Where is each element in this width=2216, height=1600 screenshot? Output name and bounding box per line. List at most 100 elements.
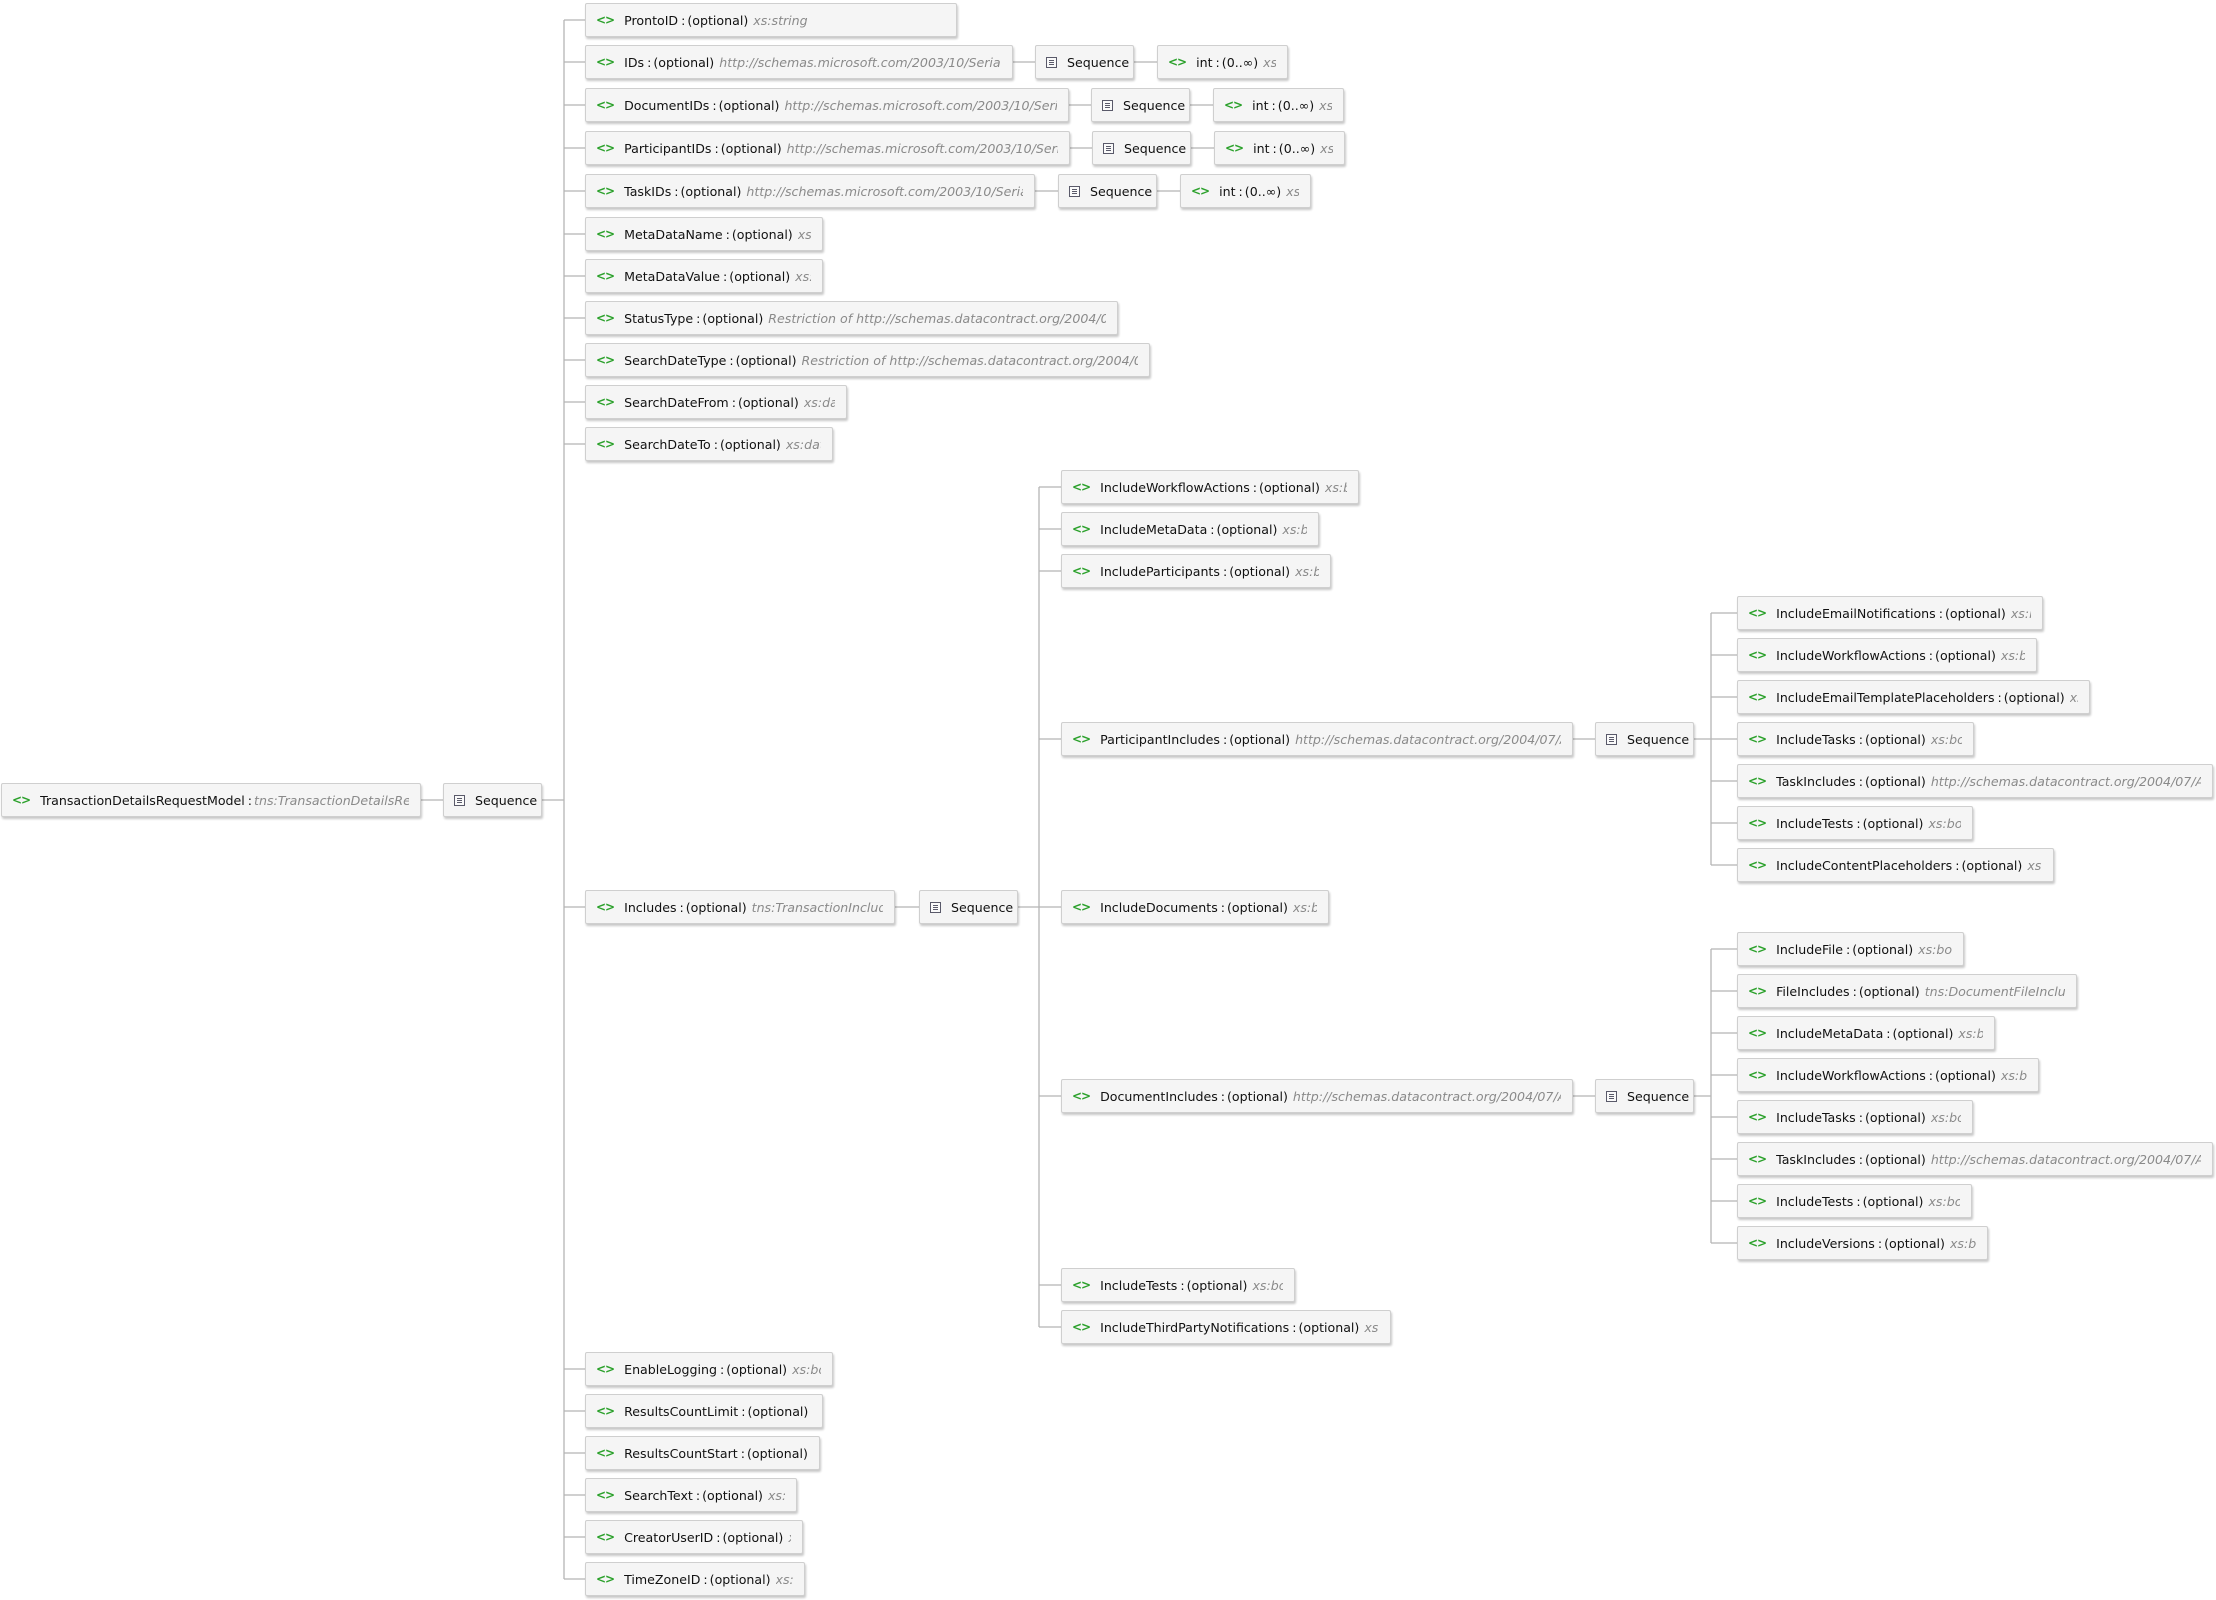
sequence-icon bbox=[454, 794, 465, 806]
element-node[interactable]: <>MetaDataName:(optional)xs:string bbox=[585, 217, 823, 251]
element-node[interactable]: <>int:(0..∞)xs:int bbox=[1214, 131, 1345, 165]
sequence-node[interactable]: Sequence bbox=[443, 783, 542, 817]
element-node[interactable]: <>StatusType:(optional)Restriction of ht… bbox=[585, 301, 1118, 335]
element-name: IncludeEmailNotifications bbox=[1776, 605, 1936, 621]
element-node[interactable]: <>IncludeMetaData:(optional)xs:boolean bbox=[1061, 512, 1319, 546]
element-node[interactable]: <>IncludeWorkflowActions:(optional)xs:bo… bbox=[1061, 470, 1359, 504]
sequence-node[interactable]: Sequence bbox=[1595, 1079, 1694, 1113]
sequence-node[interactable]: Sequence bbox=[1091, 88, 1190, 122]
name-separator: : bbox=[1222, 563, 1228, 579]
element-node[interactable]: <>IncludeMetaData:(optional)xs:boolean bbox=[1737, 1016, 1995, 1050]
element-node[interactable]: <>int:(0..∞)xs:int bbox=[1180, 174, 1311, 208]
element-node[interactable]: <>IncludeParticipants:(optional)xs:boole… bbox=[1061, 554, 1331, 588]
sequence-node[interactable]: Sequence bbox=[1035, 45, 1134, 79]
element-optional: (optional) bbox=[1864, 1151, 1926, 1167]
element-node[interactable]: <>IDs:(optional)http://schemas.microsoft… bbox=[585, 45, 1013, 79]
sequence-node[interactable]: Sequence bbox=[919, 890, 1018, 924]
element-node[interactable]: <>IncludeTasks:(optional)xs:boolean bbox=[1737, 722, 1974, 756]
element-type: http://schemas.microsoft.com/2003/10/Ser… bbox=[784, 97, 1057, 113]
element-node[interactable]: <>IncludeWorkflowActions:(optional)xs:bo… bbox=[1737, 1058, 2039, 1092]
name-separator: : bbox=[679, 899, 684, 915]
element-node[interactable]: <>CreatorUserID:(optional)xs:int bbox=[585, 1520, 803, 1554]
element-node[interactable]: <>FileIncludes:(optional)tns:DocumentFil… bbox=[1737, 974, 2077, 1008]
element-node[interactable]: <>IncludeDocuments:(optional)xs:boolean bbox=[1061, 890, 1329, 924]
element-optional: (optional) bbox=[709, 1571, 771, 1587]
element-node[interactable]: <>IncludeFile:(optional)xs:boolean bbox=[1737, 932, 1964, 966]
element-node[interactable]: <>SearchText:(optional)xs:string bbox=[585, 1478, 797, 1512]
element-name: DocumentIncludes bbox=[1100, 1088, 1218, 1104]
root-element-node[interactable]: <>TransactionDetailsRequestModel:tns:Tra… bbox=[1, 783, 421, 817]
element-node[interactable]: <>ResultsCountLimit:(optional)xs:int bbox=[585, 1394, 823, 1428]
element-icon: <> bbox=[1748, 648, 1767, 662]
element-node[interactable]: <>TimeZoneID:(optional)xs:string bbox=[585, 1562, 805, 1596]
element-node[interactable]: <>DocumentIDs:(optional)http://schemas.m… bbox=[585, 88, 1069, 122]
element-icon: <> bbox=[1072, 1089, 1091, 1103]
element-node[interactable]: <>TaskIncludes:(optional)http://schemas.… bbox=[1737, 1142, 2213, 1176]
element-node[interactable]: <>IncludeContentPlaceholders:(optional)x… bbox=[1737, 848, 2054, 882]
element-node[interactable]: <>EnableLogging:(optional)xs:boolean bbox=[585, 1352, 833, 1386]
element-icon: <> bbox=[1748, 774, 1767, 788]
element-node[interactable]: <>ResultsCountStart:(optional)xs:int bbox=[585, 1436, 820, 1470]
element-type: xs:boolean bbox=[1292, 899, 1317, 915]
element-type: xs:boolean bbox=[1324, 479, 1347, 495]
name-separator: : bbox=[1846, 941, 1851, 957]
element-name: IncludeTests bbox=[1776, 1193, 1854, 1209]
name-separator: : bbox=[1220, 1088, 1226, 1104]
element-name: IDs bbox=[624, 54, 645, 70]
element-icon: <> bbox=[12, 793, 31, 807]
element-node[interactable]: <>TaskIncludes:(optional)http://schemas.… bbox=[1737, 764, 2213, 798]
element-icon: <> bbox=[1748, 690, 1767, 704]
element-node[interactable]: <>ParticipantIDs:(optional)http://schema… bbox=[585, 131, 1070, 165]
name-separator: : bbox=[1928, 647, 1934, 663]
element-icon: <> bbox=[1748, 606, 1767, 620]
element-optional: (optional) bbox=[726, 1361, 788, 1377]
element-name: IncludeTests bbox=[1100, 1277, 1178, 1293]
name-separator: : bbox=[1886, 1025, 1891, 1041]
element-node[interactable]: <>IncludeThirdPartyNotifications:(option… bbox=[1061, 1310, 1391, 1344]
element-node[interactable]: <>IncludeTests:(optional)xs:boolean bbox=[1737, 806, 1973, 840]
element-type: xs:boolean bbox=[1364, 1319, 1379, 1335]
sequence-node[interactable]: Sequence bbox=[1092, 131, 1191, 165]
element-name: IncludeWorkflowActions bbox=[1100, 479, 1250, 495]
element-optional: (optional) bbox=[1298, 1319, 1360, 1335]
element-node[interactable]: <>IncludeWorkflowActions:(optional)xs:bo… bbox=[1737, 638, 2037, 672]
element-node[interactable]: <>IncludeTests:(optional)xs:boolean bbox=[1737, 1184, 1972, 1218]
element-optional: (optional) bbox=[1944, 605, 2006, 621]
element-node[interactable]: <>IncludeEmailNotifications:(optional)xs… bbox=[1737, 596, 2043, 630]
name-separator: : bbox=[696, 310, 701, 326]
sequence-node[interactable]: Sequence bbox=[1595, 722, 1694, 756]
root-element-name: TransactionDetailsRequestModel bbox=[40, 792, 245, 808]
element-icon: <> bbox=[596, 227, 615, 241]
name-separator: : bbox=[1858, 773, 1863, 789]
element-node[interactable]: <>IncludeEmailTemplatePlaceholders:(opti… bbox=[1737, 680, 2090, 714]
element-node[interactable]: <>SearchDateType:(optional)Restriction o… bbox=[585, 343, 1150, 377]
element-node[interactable]: <>int:(0..∞)xs:int bbox=[1157, 45, 1288, 79]
element-icon: <> bbox=[596, 900, 615, 914]
sequence-node[interactable]: Sequence bbox=[1058, 174, 1157, 208]
element-optional: (optional) bbox=[1862, 1193, 1924, 1209]
element-node[interactable]: <>Includes:(optional)tns:TransactionIncl… bbox=[585, 890, 895, 924]
element-icon: <> bbox=[596, 98, 615, 112]
element-optional: (optional) bbox=[1229, 563, 1291, 579]
element-icon: <> bbox=[596, 1488, 615, 1502]
name-separator: : bbox=[1238, 183, 1243, 199]
element-node[interactable]: <>int:(0..∞)xs:int bbox=[1213, 88, 1344, 122]
element-node[interactable]: <>ParticipantIncludes:(optional)http://s… bbox=[1061, 722, 1573, 756]
element-optional: (optional) bbox=[1259, 479, 1320, 495]
name-separator: : bbox=[1292, 1319, 1297, 1335]
element-node[interactable]: <>IncludeTasks:(optional)xs:boolean bbox=[1737, 1100, 1973, 1134]
element-node[interactable]: <>DocumentIncludes:(optional)http://sche… bbox=[1061, 1079, 1573, 1113]
element-node[interactable]: <>MetaDataValue:(optional)xs:string bbox=[585, 259, 823, 293]
element-node[interactable]: <>SearchDateFrom:(optional)xs:dateTime bbox=[585, 385, 847, 419]
sequence-label: Sequence bbox=[1123, 97, 1186, 113]
element-node[interactable]: <>IncludeVersions:(optional)xs:boolean bbox=[1737, 1226, 1988, 1260]
element-optional: (optional) bbox=[1935, 647, 1996, 663]
element-node[interactable]: <>ProntoID:(optional)xs:string bbox=[585, 3, 957, 37]
element-node[interactable]: <>TaskIDs:(optional)http://schemas.micro… bbox=[585, 174, 1035, 208]
element-node[interactable]: <>SearchDateTo:(optional)xs:dateTime bbox=[585, 427, 833, 461]
element-optional: (optional) bbox=[1892, 1025, 1954, 1041]
element-node[interactable]: <>IncludeTests:(optional)xs:boolean bbox=[1061, 1268, 1295, 1302]
element-optional: (optional) bbox=[1216, 521, 1278, 537]
